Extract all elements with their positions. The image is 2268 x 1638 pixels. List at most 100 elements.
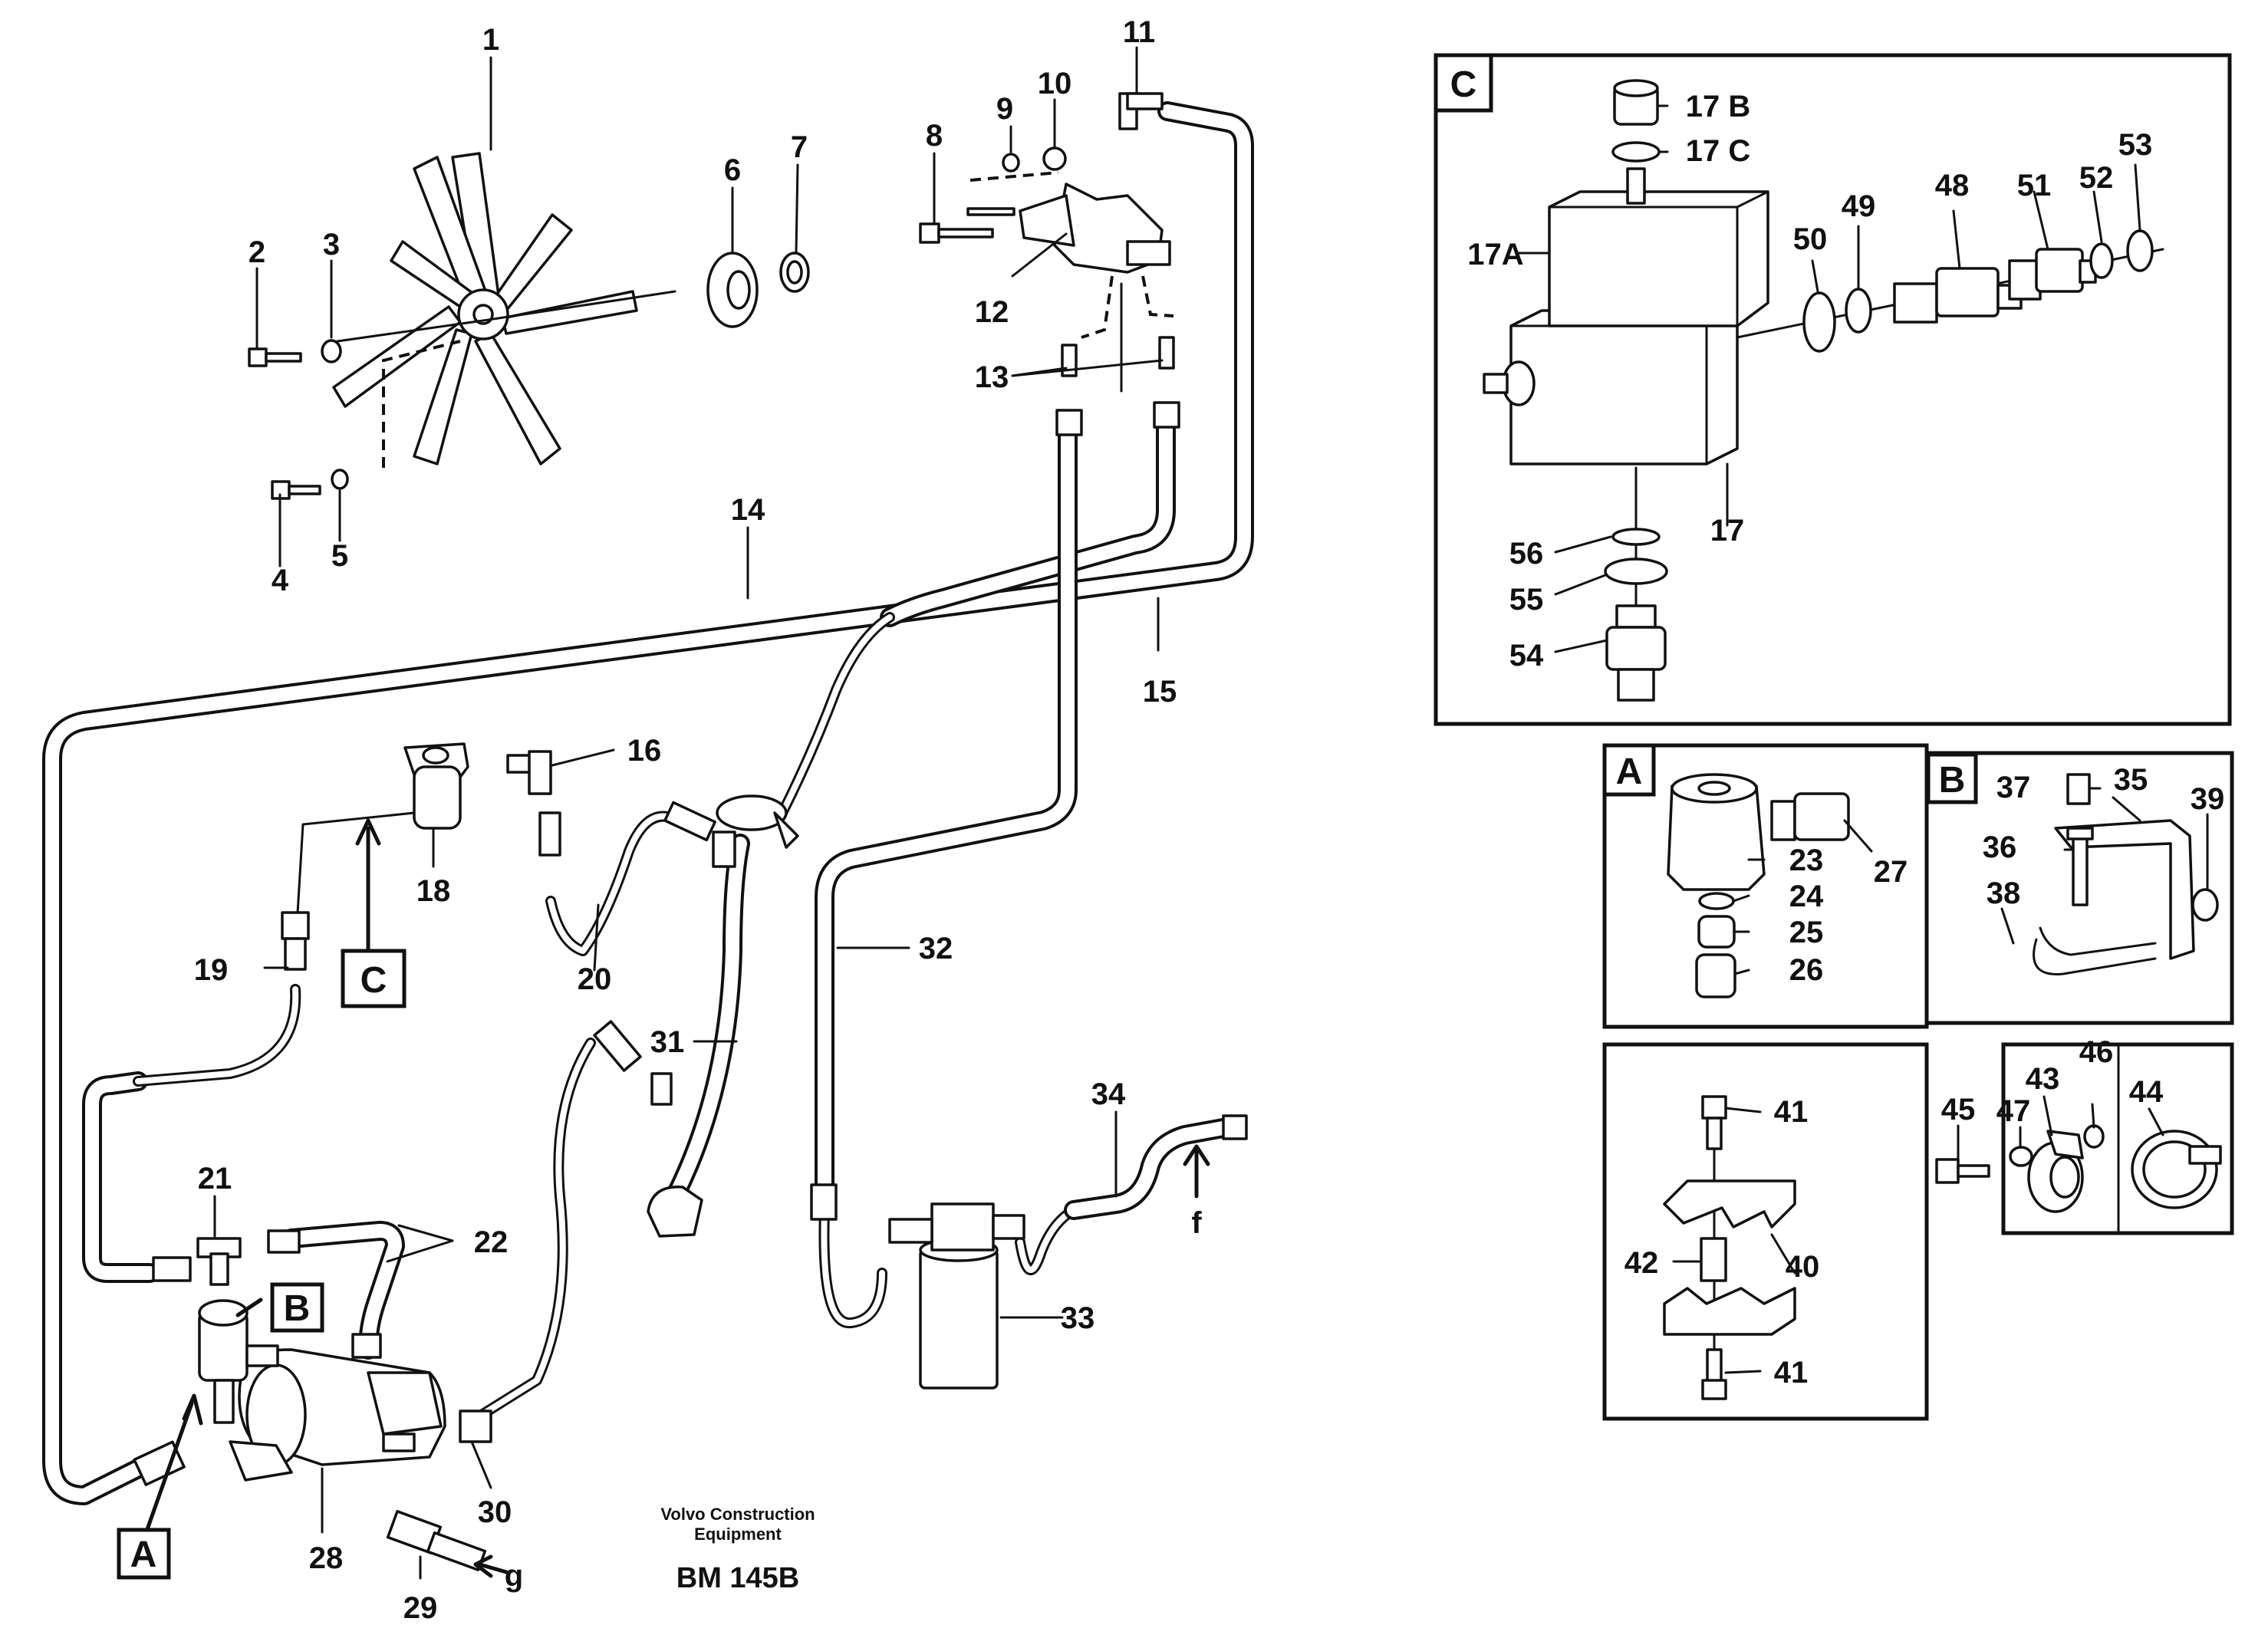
insert-25 (1697, 915, 1736, 949)
fitting-20-top (538, 811, 561, 857)
callout-22: 22 (474, 1225, 509, 1259)
fitting-32-end (810, 1183, 838, 1221)
callout-37: 37 (1996, 771, 2031, 804)
ref-label-a: A (130, 1534, 157, 1575)
washer-3 (321, 339, 342, 363)
fitting-54 (1605, 604, 1667, 702)
callout-23: 23 (1789, 844, 1824, 877)
callout-g: g (505, 1559, 523, 1593)
detail-tag-a: A (1616, 752, 1643, 792)
pump-28 (229, 1348, 446, 1482)
bolt-8 (919, 222, 994, 244)
detail-tag-c: C (1450, 64, 1477, 105)
arrow-f (1183, 1144, 1210, 1199)
ring-55 (1604, 558, 1668, 585)
callout-17: 17 (1710, 514, 1745, 548)
callout-52: 52 (2079, 161, 2114, 195)
callout-14: 14 (731, 493, 765, 527)
callout-29: 29 (403, 1591, 438, 1625)
callout-2: 2 (249, 235, 265, 269)
callout-10: 10 (1038, 67, 1072, 100)
clamp-40-lower (1663, 1287, 1796, 1336)
clamp-40-upper (1663, 1179, 1796, 1228)
callout-15: 15 (1143, 675, 1177, 709)
elbow-16 (506, 750, 552, 795)
screw-26 (1695, 953, 1736, 998)
pipe-14 (42, 101, 1254, 1505)
callout-1: 1 (482, 23, 499, 57)
nut-17b (1613, 79, 1659, 126)
hose-to-31-top (777, 612, 895, 818)
callout-33: 33 (1061, 1301, 1095, 1335)
elbow-11 (1118, 92, 1164, 130)
drawing-code: BM 145B (676, 1562, 800, 1594)
callout-18: 18 (416, 874, 451, 908)
coupling-13-left (1055, 344, 1083, 436)
arrow-ref-a (143, 1393, 203, 1536)
callout-48: 48 (1935, 169, 1970, 202)
callout-21: 21 (198, 1162, 232, 1196)
callout-27: 27 (1874, 855, 1908, 889)
pipe-34 (1064, 1114, 1248, 1220)
ref-box-b (270, 1282, 324, 1333)
callout-35: 35 (2114, 763, 2148, 797)
callout-32: 32 (919, 932, 953, 965)
pipe-15 (880, 419, 1176, 627)
ref-label-b: B (284, 1288, 311, 1329)
callout-12: 12 (975, 295, 1009, 329)
fitting-29 (386, 1510, 487, 1571)
detail-box-a-tag (1602, 743, 1656, 797)
nut-39 (2191, 888, 2219, 922)
hose-30 (470, 1038, 596, 1424)
tee-18 (403, 742, 469, 830)
callout-26: 26 (1789, 953, 1824, 987)
detail-box-c-tag (1434, 53, 1493, 113)
pipe-31 (665, 834, 750, 1206)
spacer-37 (2066, 773, 2091, 805)
bolt-4 (271, 480, 321, 500)
ring-49 (1845, 288, 1872, 334)
fitting-30 (459, 1409, 492, 1443)
bolt-45 (1935, 1158, 1990, 1184)
callout-51: 51 (2017, 169, 2052, 202)
callout-5: 5 (331, 539, 348, 573)
callout-38: 38 (1987, 877, 2021, 910)
callout-41-bottom: 41 (1774, 1356, 1809, 1390)
callout-6: 6 (724, 153, 741, 187)
clamp-44 (2131, 1130, 2222, 1209)
callout-f: f (1191, 1206, 1202, 1240)
callout-13: 13 (975, 360, 1009, 394)
fitting-21 (152, 1229, 301, 1286)
nut-46 (2083, 1124, 2105, 1149)
callout-40: 40 (1786, 1250, 1820, 1284)
callout-54: 54 (1509, 639, 1544, 673)
valve-b (198, 1299, 279, 1424)
callout-17c: 17 C (1686, 134, 1751, 168)
fan-axis-line (336, 290, 676, 343)
pipe-32 (815, 419, 1078, 1206)
callout-17b: 17 B (1686, 90, 1751, 123)
motor-12-port-dash-b (1141, 275, 1174, 317)
detail-box-clamp (1602, 1042, 1929, 1421)
fan-1 (332, 152, 638, 465)
bolt-36 (2066, 827, 2094, 906)
callout-8: 8 (926, 119, 943, 153)
callout-7: 7 (791, 130, 808, 164)
leader-lines (213, 46, 2209, 1580)
washer-5 (331, 469, 349, 490)
callout-25: 25 (1789, 916, 1824, 949)
callout-11: 11 (1123, 15, 1155, 49)
arrow-ref-b (235, 1298, 263, 1317)
callout-55: 55 (1509, 583, 1544, 617)
footer-company-line2: Equipment (694, 1525, 782, 1544)
bolt-41-top (1701, 1095, 1727, 1150)
callout-3: 3 (323, 228, 340, 261)
callout-50: 50 (1793, 222, 1828, 256)
callout-56: 56 (1509, 537, 1544, 571)
bolt-41-bottom (1701, 1348, 1727, 1400)
callout-46: 46 (2079, 1035, 2114, 1069)
hose-filter-out (1015, 1205, 1079, 1275)
filter-33 (888, 1202, 1025, 1390)
callout-17a: 17A (1467, 238, 1523, 271)
